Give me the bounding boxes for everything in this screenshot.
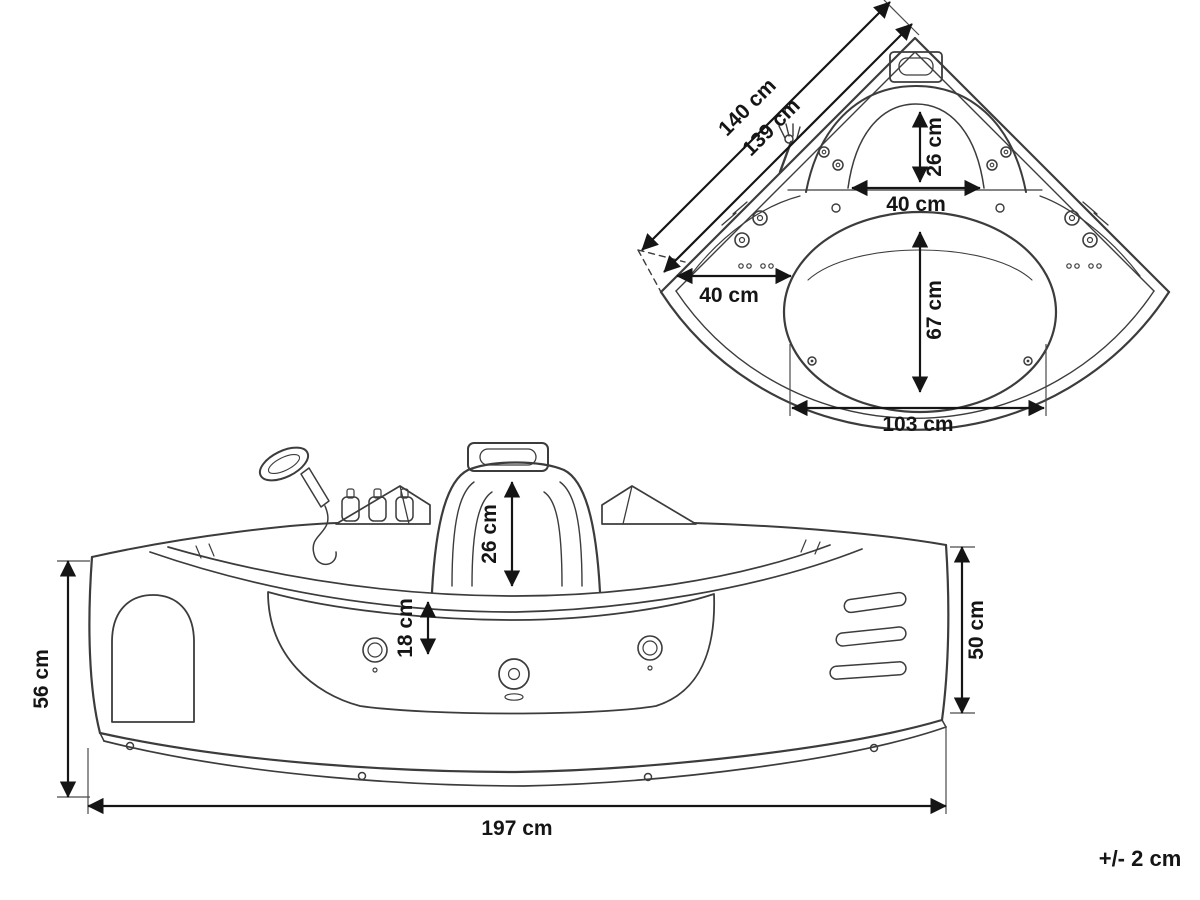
headrest-top-box-inner <box>479 448 537 466</box>
front-fixtures <box>258 446 414 565</box>
front-side-details <box>111 539 907 723</box>
front-right-edge <box>940 543 950 722</box>
foot-dot-icon <box>643 772 653 782</box>
headrest-rib <box>543 491 563 587</box>
front-dim-recess-height-label: 18 cm <box>394 598 417 658</box>
front-skirt-edge <box>103 726 947 787</box>
jet-icon <box>1082 232 1098 248</box>
jet-icon <box>1064 210 1080 226</box>
front-rim-upper <box>167 544 831 597</box>
faucet-knob-icon <box>368 488 387 522</box>
deck-screw-icon <box>1023 356 1033 366</box>
front-dimensions: 26 cm 18 cm 56 cm 50 cm 197 cm <box>30 481 988 840</box>
plan-dimensions: 140 cm 139 cm 26 cm 40 cm 40 cm 67 cm 10… <box>641 0 1047 436</box>
plan-dim-corner-offset-label: 40 cm <box>699 284 759 307</box>
jet-icon <box>738 236 746 244</box>
front-tub-outline <box>88 522 950 787</box>
deck-screw-icon <box>810 359 814 363</box>
plan-outer-front-arc <box>659 290 1171 431</box>
front-deck-right <box>693 522 947 546</box>
plan-dim-headrest-width-label: 40 cm <box>886 193 946 216</box>
front-headrest <box>335 442 697 594</box>
jet-icon <box>756 214 764 222</box>
front-rim-lower <box>149 548 863 613</box>
headrest-rib <box>451 481 475 587</box>
jet-dot-icon <box>372 667 378 673</box>
plan-view: 140 cm 139 cm 26 cm 40 cm 40 cm 67 cm 10… <box>637 0 1171 436</box>
plan-dim-basin-depth-label: 67 cm <box>923 280 946 340</box>
headrest-rib <box>471 491 493 587</box>
front-skirt-connectors <box>99 719 947 742</box>
plan-dim-headrest-depth-label: 26 cm <box>923 117 946 177</box>
handshower-head-icon <box>258 446 310 482</box>
plan-dim-basin-width-label: 103 cm <box>882 413 953 436</box>
deck-fitting-icon <box>831 203 841 213</box>
plan-fixtures <box>721 123 1109 366</box>
front-headrest-outline <box>430 461 602 594</box>
front-rim-ticks <box>195 539 821 559</box>
deck-fitting-icon <box>995 203 1005 213</box>
left-access-arch <box>111 594 195 723</box>
front-dim-height-right-label: 50 cm <box>965 600 988 660</box>
right-wing-fold <box>622 485 633 525</box>
vent-slot <box>829 661 907 680</box>
plan-outer-edges <box>659 36 1171 294</box>
plan-headrest-inner-arc <box>847 103 985 189</box>
jet-icon <box>367 642 383 658</box>
apron-window-outline <box>267 591 716 715</box>
jet-dot-icon <box>647 665 653 671</box>
deck-screw-icon <box>1026 359 1030 363</box>
front-extension-line <box>57 560 90 798</box>
jet-icon <box>734 232 750 248</box>
plan-dim-edge-inner-arrow <box>663 23 913 273</box>
foot-dot-icon <box>357 771 367 781</box>
jet-icon <box>362 637 388 663</box>
jet-icon <box>642 640 658 656</box>
plan-inner-rim-edges <box>675 51 1155 292</box>
plan-extension-line <box>789 344 1047 416</box>
tolerance-note: +/- 2 cm <box>1099 846 1182 871</box>
handshower-handle-icon <box>300 467 330 508</box>
handshower-face-icon <box>267 453 301 475</box>
vent-slot <box>843 591 907 614</box>
front-view: 26 cm 18 cm 56 cm 50 cm 197 cm <box>30 442 988 840</box>
plan-tub-outline <box>637 36 1171 431</box>
front-dim-height-left-label: 56 cm <box>30 649 53 709</box>
plan-extension-line <box>883 0 920 36</box>
headrest-top-box <box>467 442 549 472</box>
front-extension-line <box>87 726 947 814</box>
plan-headrest-outer-arc <box>805 85 1027 193</box>
faucet-knob-icon <box>395 488 414 522</box>
right-wing-panel <box>601 485 697 525</box>
foot-dot-icon <box>869 743 879 753</box>
plan-dashed-corner <box>637 249 686 293</box>
handshower-hose-icon <box>312 505 337 565</box>
headrest-rib <box>559 481 583 587</box>
deck-screw-icon <box>807 356 817 366</box>
drain-shadow <box>504 693 524 701</box>
faucet-knob-icon <box>341 488 360 522</box>
vent-slot <box>835 626 907 647</box>
front-bottom-edge <box>98 718 944 774</box>
jet-icon <box>1068 214 1076 222</box>
left-wing-panel <box>335 485 431 525</box>
jet-icon <box>1086 236 1094 244</box>
front-dim-total-width-label: 197 cm <box>481 817 552 840</box>
front-deck-left <box>91 522 339 558</box>
plan-inner-rim-arc <box>675 290 1155 420</box>
drain-icon <box>507 667 521 681</box>
front-left-edge <box>88 555 102 735</box>
front-apron-window <box>267 591 716 715</box>
foot-dot-icon <box>125 741 135 751</box>
plan-faucet-knobs <box>818 146 1012 171</box>
jet-icon <box>637 635 663 661</box>
drain-icon <box>498 658 530 690</box>
front-dim-headrest-height-label: 26 cm <box>478 504 501 564</box>
plan-corner-box-inner <box>898 57 934 76</box>
